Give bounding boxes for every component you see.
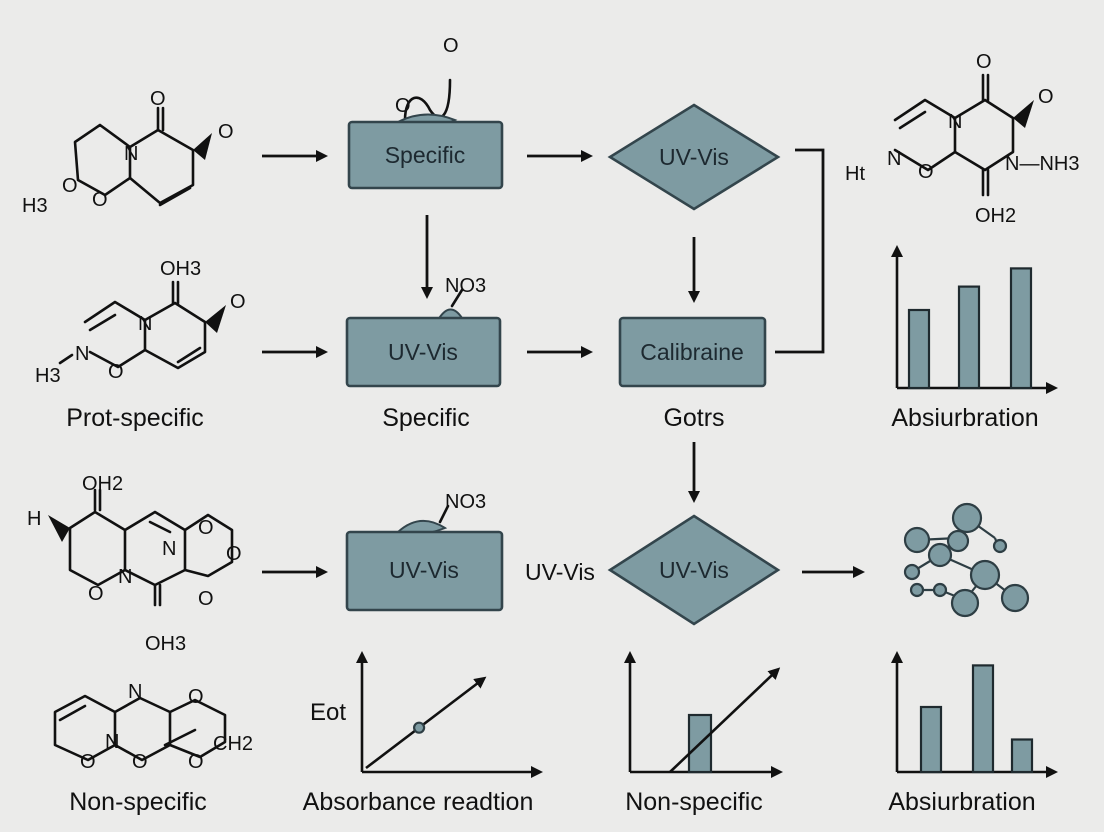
- bar: [919, 705, 943, 774]
- uvvis-diamond-low-label: UV-Vis: [659, 557, 729, 583]
- bar: [971, 664, 995, 774]
- atom-n-ring: N: [948, 111, 962, 133]
- atom-ht: Ht: [845, 163, 865, 185]
- network-node: [1000, 583, 1030, 613]
- atom-o4: O: [88, 583, 104, 605]
- molecule-4: N N O O O O CH2: [53, 681, 253, 773]
- atom-n2: N: [105, 731, 119, 753]
- uvvis-mid-label: UV-Vis: [388, 339, 458, 365]
- network-node: [950, 588, 980, 618]
- label-non-specific-right: Non-specific: [625, 788, 763, 816]
- label-gotrs: Gotrs: [663, 404, 724, 432]
- series-line: [365, 676, 487, 770]
- label-absiurbration-bottom: Absiurbration: [888, 788, 1035, 816]
- atom-o2: O: [80, 751, 96, 773]
- bar-line-chart-non-specific: [624, 651, 783, 778]
- node-specific: O O Specific: [347, 35, 504, 190]
- atom-n2: N: [118, 566, 132, 588]
- bar: [1010, 738, 1034, 774]
- node-uvvis-mid: NO3 UV-Vis: [345, 275, 502, 388]
- molecule-2: OH3 O N N O H3: [35, 258, 246, 387]
- atom-oh2: OH2: [82, 473, 123, 495]
- network-node: [927, 542, 953, 568]
- label-prot-specific: Prot-specific: [66, 404, 204, 432]
- network-node: [969, 559, 1001, 591]
- axis-label-eot: Eot: [310, 699, 346, 726]
- atom-nh3: N—NH3: [1005, 153, 1079, 175]
- atom-h3: H3: [35, 365, 61, 387]
- atom-n: N: [124, 143, 138, 165]
- reagent-mid-no3: NO3: [445, 275, 486, 297]
- arrows: [262, 148, 865, 578]
- specific-box-label: Specific: [385, 142, 466, 168]
- atom-o-b: O: [92, 189, 108, 211]
- atom-oh2: OH2: [975, 205, 1016, 227]
- atom-o-side: O: [230, 291, 246, 313]
- network-node: [992, 538, 1008, 554]
- atom-n-ring: N: [138, 313, 152, 335]
- atom-n-left: N: [887, 148, 901, 170]
- node-uvvis-low: NO3 UV-Vis: [345, 491, 504, 612]
- label-uvvis-side: UV-Vis: [525, 559, 595, 585]
- overlay-line: [669, 667, 781, 773]
- atom-o1: O: [188, 686, 204, 708]
- atom-n: N: [128, 681, 142, 703]
- atom-o3: O: [132, 751, 148, 773]
- calibration-label: Calibraine: [640, 339, 744, 365]
- network-node: [903, 563, 921, 581]
- atom-o-top: O: [976, 51, 992, 73]
- network-node: [932, 582, 948, 598]
- bar-chart-top-right: [891, 245, 1058, 394]
- atom-o3: O: [198, 588, 214, 610]
- atom-o-side: O: [218, 121, 234, 143]
- network-node: [909, 582, 925, 598]
- line-chart-absorbance: [356, 651, 543, 778]
- reagent-low-no3: NO3: [445, 491, 486, 513]
- label-absiurbration-top: Absiurbration: [891, 404, 1038, 432]
- atom-o-ring: O: [108, 361, 124, 383]
- atom-oh3: OH3: [145, 633, 186, 655]
- atom-o1: O: [198, 517, 214, 539]
- network-node: [946, 529, 970, 553]
- molecule-top-right: O O N Ht N O N—NH3 OH2: [845, 51, 1079, 227]
- reagent-o2: O: [443, 35, 459, 57]
- atom-ch2: CH2: [213, 733, 253, 755]
- atom-o-ring: O: [918, 161, 934, 183]
- uvvis-low-label: UV-Vis: [389, 557, 459, 583]
- atom-h: H: [27, 508, 41, 530]
- labels: Prot-specific Specific Gotrs Absiurbrati…: [66, 404, 1038, 816]
- node-calibration: Calibraine: [618, 316, 767, 388]
- node-uvvis-diamond-top: UV-Vis: [607, 103, 781, 211]
- label-absorbance-readtion: Absorbance readtion: [303, 788, 534, 816]
- atom-o2: O: [226, 543, 242, 565]
- atom-o-side: O: [1038, 86, 1054, 108]
- label-specific: Specific: [382, 404, 470, 432]
- bar: [957, 285, 981, 390]
- bar: [1009, 267, 1033, 390]
- bar: [907, 308, 931, 390]
- bar-chart-bottom-right: [891, 651, 1058, 778]
- molecule-3: OH2 H N N O O O O OH3: [27, 473, 242, 655]
- network-node: [903, 526, 931, 554]
- atom-oh3: OH3: [160, 258, 201, 280]
- atom-n-left: N: [75, 343, 89, 365]
- atom-h3: H3: [22, 195, 48, 217]
- molecular-network: [903, 502, 1030, 618]
- atom-n1: N: [162, 538, 176, 560]
- node-uvvis-diamond-low: UV-Vis: [607, 514, 781, 626]
- network-node: [951, 502, 983, 534]
- atom-o4: O: [188, 751, 204, 773]
- atom-o-top: O: [150, 88, 166, 110]
- label-non-specific-left: Non-specific: [69, 788, 207, 816]
- connector-uvvis-to-calibration: [775, 148, 825, 354]
- uvvis-diamond-top-label: UV-Vis: [659, 144, 729, 170]
- atom-o-a: O: [62, 175, 78, 197]
- reagent-o1: O: [395, 95, 411, 117]
- molecule-1: O O N H3 O O: [22, 88, 234, 217]
- data-point: [413, 721, 426, 734]
